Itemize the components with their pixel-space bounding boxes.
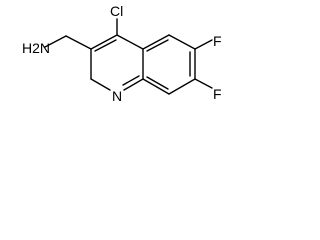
atom-labels: H2N Cl F F N [22, 3, 222, 104]
bond-c6-f [194, 39, 213, 50]
atom-label-amine: H2N [22, 40, 50, 56]
bond-c3-c4 [90, 34, 118, 50]
bond-c4-c4a [116, 34, 144, 50]
bond-c5-c6 [168, 34, 196, 50]
atom-label-ring-nitrogen: N [112, 88, 122, 104]
bond-c7-c8 [168, 78, 196, 95]
bond-c8a-n1-inner [122, 75, 140, 86]
atom-label-fluorine-7: F [213, 86, 222, 102]
bond-c8a-n1 [123, 78, 144, 91]
atom-label-fluorine-6: F [213, 33, 222, 49]
bonds [44, 18, 213, 95]
bond-ch2-c3 [65, 35, 92, 50]
bond-c7-f [194, 78, 213, 89]
bond-c4a-c5 [142, 34, 170, 50]
bond-nh2-ch2 [44, 35, 67, 48]
atom-label-chlorine: Cl [110, 3, 123, 19]
bond-c4a-c5-inner [146, 39, 169, 52]
bond-n1-c2 [90, 78, 111, 91]
bond-c8-c8a [142, 78, 170, 95]
bond-c3-c4-inner [94, 39, 117, 52]
molecule-structure: H2N Cl F F N [22, 3, 222, 104]
bond-c8-c8a-inner [146, 76, 169, 90]
